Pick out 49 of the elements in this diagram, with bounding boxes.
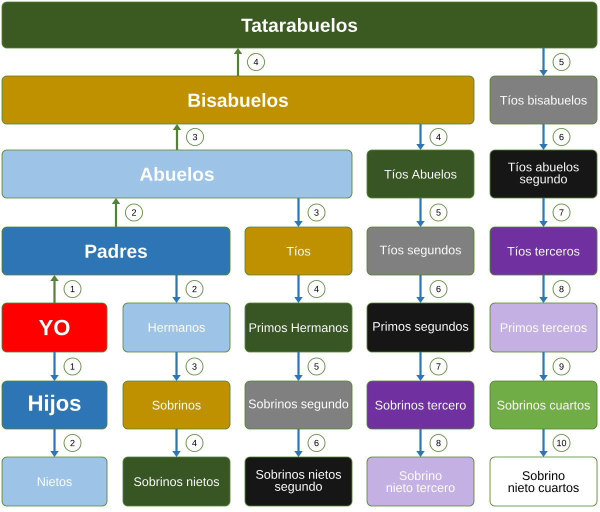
relative-box: Tíos bisabuelos <box>490 76 598 124</box>
edge-label: 3 <box>186 128 204 146</box>
edge-label: 7 <box>430 358 448 376</box>
edge-label: 4 <box>308 280 326 298</box>
edge-label: 10 <box>552 434 570 452</box>
heading-box: YO <box>2 302 108 352</box>
edge-label: 2 <box>186 280 204 298</box>
edge-label: 6 <box>308 434 326 452</box>
heading-box: Hijos <box>2 380 108 430</box>
relative-box: Tíos terceros <box>490 226 598 276</box>
relative-box: Primos terceros <box>490 302 598 352</box>
relative-box: Sobrino nieto tercero <box>366 456 474 506</box>
edge-label: 8 <box>552 280 570 298</box>
edge-label: 5 <box>430 204 448 222</box>
edge-label: 5 <box>308 358 326 376</box>
edge-label: 4 <box>430 128 448 146</box>
edge-label: 4 <box>247 53 265 71</box>
relative-box: Sobrino nieto cuartos <box>490 456 598 506</box>
relative-box: Primos Hermanos <box>244 302 352 352</box>
edge-label: 8 <box>430 434 448 452</box>
edge-label: 6 <box>552 128 570 146</box>
edge-label: 2 <box>64 434 82 452</box>
edge-label: 6 <box>430 280 448 298</box>
relative-box: Tíos abuelos segundo <box>490 150 598 198</box>
edge-label: 1 <box>64 358 82 376</box>
relative-box: Sobrinos <box>122 380 230 430</box>
heading-box: Abuelos <box>2 150 352 198</box>
heading-box: Bisabuelos <box>2 76 474 124</box>
relative-box: Nietos <box>2 456 108 506</box>
relative-box: Sobrinos cuartos <box>490 380 598 430</box>
edge-label: 3 <box>186 358 204 376</box>
relative-box: Primos segundos <box>366 302 474 352</box>
edge-label: 5 <box>552 53 570 71</box>
relative-box: Tíos segundos <box>366 226 474 276</box>
edge-label: 1 <box>64 280 82 298</box>
edge-label: 2 <box>125 204 143 222</box>
relative-box: Sobrinos nietos segundo <box>244 456 352 506</box>
relative-box: Sobrinos nietos <box>122 456 230 506</box>
edge-label: 4 <box>186 434 204 452</box>
heading-box: Padres <box>2 226 230 276</box>
relative-box: Tíos Abuelos <box>366 150 474 198</box>
relative-box: Hermanos <box>122 302 230 352</box>
relative-box: Sobrinos segundo <box>244 380 352 430</box>
edge-label: 9 <box>552 358 570 376</box>
edge-label: 3 <box>308 204 326 222</box>
relative-box: Tíos <box>244 226 352 276</box>
heading-box: Tatarabuelos <box>2 2 598 48</box>
relative-box: Sobrinos tercero <box>366 380 474 430</box>
edge-label: 7 <box>552 204 570 222</box>
